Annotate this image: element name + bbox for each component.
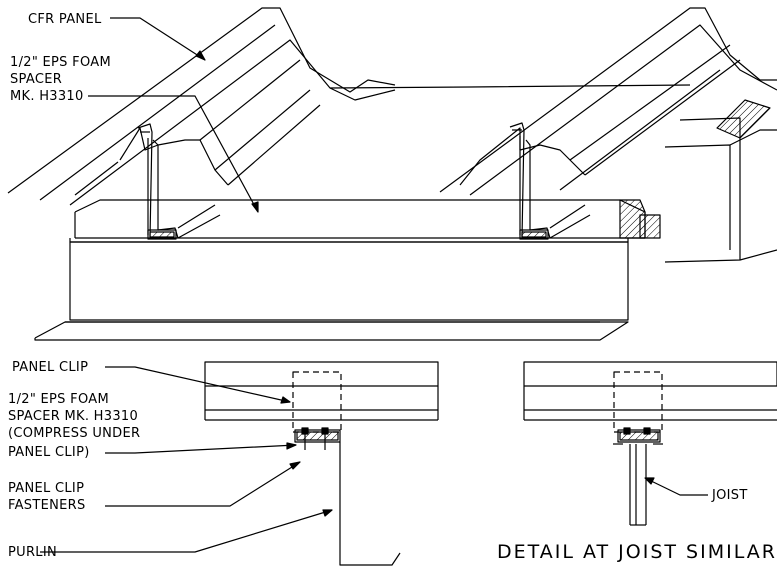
purlin-label: PURLIN <box>8 545 57 560</box>
foam-spacer-strip <box>75 200 660 238</box>
right-panel-clip <box>510 123 590 239</box>
fasteners-label-line1: PANEL CLIP <box>8 481 85 496</box>
cfr-panel-leader <box>110 18 205 60</box>
foam-spacer-bottom-line1: 1/2" EPS FOAM <box>8 392 109 407</box>
detail-title: DETAIL AT JOIST SIMILAR <box>497 541 777 563</box>
foam-spacer-bottom-line4: PANEL CLIP) <box>8 445 90 460</box>
joist-label: JOIST <box>712 488 748 503</box>
fasteners-label-line2: FASTENERS <box>8 498 86 513</box>
joist-section-detail <box>524 362 777 525</box>
panel-clip-label: PANEL CLIP <box>12 360 89 375</box>
foam-spacer-bottom-line3: (COMPRESS UNDER <box>8 426 141 441</box>
foam-spacer-leader <box>88 96 258 212</box>
left-panel-clip <box>138 124 220 239</box>
isometric-roof-view <box>8 8 777 340</box>
left-panel-rib <box>8 8 395 205</box>
cfr-panel-label: CFR PANEL <box>28 12 102 27</box>
foam-spacer-label-line2: SPACER <box>10 72 63 87</box>
purlin-member <box>35 238 628 340</box>
foam-spacer-bottom-line2: SPACER MK. H3310 <box>8 409 139 424</box>
purlin-section-detail <box>40 362 438 565</box>
foam-spacer-label-line3: MK. H3310 <box>10 89 84 104</box>
right-panel-rib <box>440 8 777 195</box>
panel-pan-edge <box>330 85 690 88</box>
foam-spacer-label-line1: 1/2" EPS FOAM <box>10 55 111 70</box>
secondary-member <box>665 100 777 262</box>
